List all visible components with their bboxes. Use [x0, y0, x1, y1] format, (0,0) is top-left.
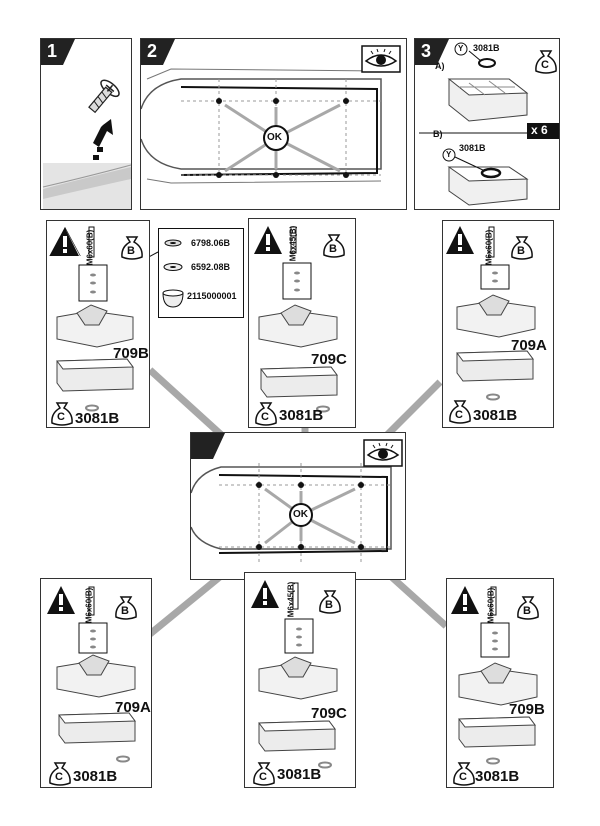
legend-code-1: 6798.06B [191, 238, 231, 248]
pad-code-label: 3081B [475, 768, 520, 785]
foot-code-label: 709B [113, 345, 149, 362]
foot-code-label: 709C [311, 705, 347, 722]
foot-code-label: 709A [115, 699, 151, 716]
step3-y-label-a: Y [458, 44, 464, 53]
step3-option-a: A) [435, 61, 445, 71]
bag-c-label: C [455, 409, 463, 421]
eye-icon [363, 439, 403, 467]
foot-code-label: 709B [509, 701, 545, 718]
step3-tag: 3 [415, 39, 449, 65]
bag-c-icon [253, 762, 275, 786]
step2-panel: 2 OK [140, 38, 407, 210]
step1-panel: 1 [40, 38, 132, 210]
bag-b-label: B [325, 599, 333, 611]
roof-top-view-diagram [141, 68, 382, 184]
bag-c-label: C [541, 59, 549, 71]
foot-panel-bottom-mid: B M6x45(B) 709C C 3081B [244, 572, 356, 788]
warning-icon [256, 228, 284, 254]
bag-b-icon [115, 596, 137, 620]
bag-b-label: B [121, 605, 129, 617]
screw-spec-label: M6x60(B) [84, 587, 94, 624]
step3-part-a: 3081B [473, 43, 500, 53]
bag-b-icon [121, 236, 143, 260]
step2-tag: 2 [141, 39, 175, 65]
bag-c-label: C [57, 411, 65, 423]
bag-c-icon [535, 50, 557, 74]
screw-spec-label: M6x45(B) [286, 581, 296, 618]
washer-legend: 6798.06B 6592.08B 2115000001 [158, 228, 244, 318]
foot-assembly-illustration [456, 226, 536, 401]
bag-b-icon [323, 234, 345, 258]
bag-c-icon [255, 402, 277, 426]
pad-code-label: 3081B [279, 407, 324, 424]
foot-assembly-illustration [258, 226, 338, 413]
bag-c-label: C [459, 771, 467, 783]
screw-spec-label: M6x60(B) [85, 229, 95, 266]
warning-icon [52, 230, 80, 256]
bag-b-label: B [523, 605, 531, 617]
pad-code-label: 3081B [75, 410, 120, 427]
screw-removal-illustration [42, 79, 132, 209]
bag-b-icon [319, 590, 341, 614]
step3-multiplier: x 6 [531, 123, 548, 137]
bag-c-icon [453, 762, 475, 786]
step2-number: 2 [147, 41, 158, 61]
bag-b-label: B [329, 243, 337, 255]
foot-code-label: 709A [511, 337, 547, 354]
legend-code-2: 6592.08B [191, 262, 231, 272]
step3-option-b: B) [433, 129, 443, 139]
screw-spec-label: M6x60(B) [486, 587, 496, 624]
step3-y-label-b: Y [446, 150, 452, 159]
pad-code-label: 3081B [73, 768, 118, 785]
pad-code-label: 3081B [277, 766, 322, 783]
pad-insert-illustration [419, 42, 559, 206]
bag-c-label: C [261, 411, 269, 423]
bag-b-icon [517, 596, 539, 620]
bag-c-label: C [259, 771, 267, 783]
warning-icon [252, 582, 280, 608]
foot-panel-top-right: B M6x60(B) 709A C 3081B [442, 220, 554, 428]
warning-icon [48, 588, 76, 614]
washer-icons [162, 239, 184, 308]
pad-code-label: 3081B [473, 407, 518, 424]
warning-icon [448, 228, 476, 254]
screw-spec-label: M6x45(B) [288, 225, 298, 262]
bag-b-icon [511, 236, 533, 260]
ok-label: OK [267, 132, 282, 143]
step1-tag: 1 [41, 39, 75, 65]
foot-assembly-illustration [458, 586, 538, 765]
bag-c-icon [449, 400, 471, 424]
foot-panel-top-mid: B M6x45(B) 709C C 3081B [248, 218, 356, 428]
step1-number: 1 [47, 41, 58, 61]
ok-label: OK [293, 509, 308, 520]
screw-spec-label: M6x60(B) [484, 229, 494, 266]
eye-icon [361, 45, 401, 73]
step3-panel: 3 Y 3081B A) B) Y 3081B x 6 C [414, 38, 560, 210]
bag-c-icon [51, 402, 73, 426]
bag-b-label: B [517, 245, 525, 257]
foot-panel-top-left: B M6x60(B) 709B C 3081B [46, 220, 150, 428]
bag-c-label: C [55, 771, 63, 783]
foot-assembly-illustration [56, 586, 136, 763]
step3-number: 3 [421, 41, 432, 61]
foot-code-label: 709C [311, 351, 347, 368]
center-tag [191, 433, 225, 459]
foot-panel-bottom-right: B M6x60(B) 709B C 3081B [446, 578, 554, 788]
bag-b-label: B [127, 245, 135, 257]
foot-assembly-illustration [258, 582, 338, 769]
foot-panel-bottom-left: B M6x60(B) 709A C 3081B [40, 578, 152, 788]
roof-top-view-diagram [191, 463, 392, 563]
step3-part-b: 3081B [459, 143, 486, 153]
bag-c-icon [49, 762, 71, 786]
legend-code-3: 2115000001 [187, 291, 237, 301]
warning-icon [452, 588, 480, 614]
center-overview-panel: OK [190, 432, 406, 580]
